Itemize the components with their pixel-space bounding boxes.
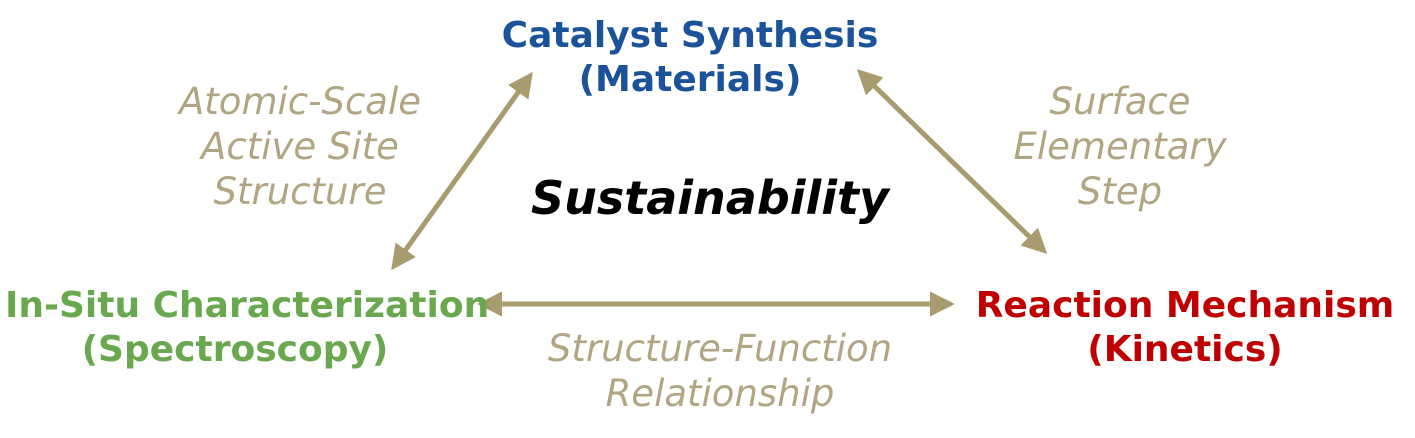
edge-label-left-top-line2: Active Site xyxy=(201,125,399,168)
edge-label-top-right-line3: Step xyxy=(1077,170,1163,213)
edge-label-top-right-line1: Surface xyxy=(1049,80,1191,123)
node-catalyst-synthesis: Catalyst Synthesis (Materials) xyxy=(490,14,890,102)
edge-label-left-top-line3: Structure xyxy=(213,170,387,213)
node-in-situ-characterization-title: In-Situ Characterization xyxy=(5,285,490,326)
edge-label-left-right: Structure-Function Relationship xyxy=(520,326,920,416)
edge-label-left-top: Atomic-Scale Active Site Structure xyxy=(150,79,450,214)
node-in-situ-characterization-subtitle: (Spectroscopy) xyxy=(81,329,389,370)
edge-label-left-right-line1: Structure-Function xyxy=(547,327,893,370)
edge-label-left-top-line1: Atomic-Scale xyxy=(178,80,422,123)
arrow-left-top xyxy=(391,71,533,271)
edge-label-top-right: Surface Elementary Step xyxy=(985,79,1255,214)
node-in-situ-characterization: In-Situ Characterization (Spectroscopy) xyxy=(5,284,490,372)
edge-label-left-right-line2: Relationship xyxy=(605,372,835,415)
center-label-sustainability: Sustainability xyxy=(530,171,890,225)
node-reaction-mechanism-title: Reaction Mechanism xyxy=(975,285,1395,326)
edge-label-top-right-line2: Elementary xyxy=(1013,125,1227,168)
node-catalyst-synthesis-subtitle: (Materials) xyxy=(578,59,802,100)
node-reaction-mechanism-subtitle: (Kinetics) xyxy=(1087,329,1283,370)
node-catalyst-synthesis-title: Catalyst Synthesis xyxy=(501,15,879,56)
arrow-top-right xyxy=(856,69,1048,254)
node-reaction-mechanism: Reaction Mechanism (Kinetics) xyxy=(975,284,1395,372)
